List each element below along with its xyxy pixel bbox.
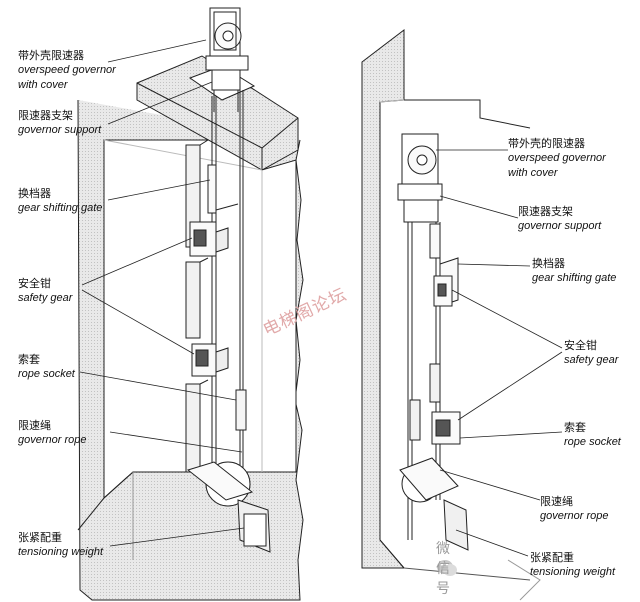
label-zh: 换档器 — [532, 257, 565, 270]
label-zh: 索套 — [564, 421, 586, 434]
label-en: safety gear — [18, 292, 73, 304]
label-zh: 索套 — [18, 353, 40, 366]
label-zh: 安全钳 — [564, 339, 597, 352]
label-en: governor support — [518, 220, 602, 232]
left-label-gear-shifting-gate: 换档器 gear shifting gate — [18, 186, 102, 216]
right-shaft — [361, 28, 541, 601]
right-label-safety-gear: 安全钳 safety gear — [564, 338, 618, 368]
right-label-governor-support: 限速器支架 governor support — [518, 204, 601, 234]
label-en-line2: with cover — [18, 79, 68, 91]
right-label-rope-socket: 索套 rope socket — [564, 420, 621, 450]
left-overspeed-governor — [205, 7, 249, 112]
left-label-governor-support: 限速器支架 governor support — [18, 108, 101, 138]
label-en: gear shifting gate — [532, 272, 617, 284]
right-label-governor-rope: 限速绳 governor rope — [540, 494, 609, 524]
label-en: safety gear — [564, 354, 619, 366]
label-en: governor rope — [18, 434, 87, 446]
left-label-tensioning-weight: 张紧配重 tensioning weight — [18, 530, 103, 560]
label-zh: 张紧配重 — [18, 531, 62, 544]
label-zh: 限速器支架 — [18, 109, 73, 122]
left-label-safety-gear: 安全钳 safety gear — [18, 276, 72, 306]
label-en: tensioning weight — [18, 546, 104, 558]
label-en: governor support — [18, 124, 102, 136]
label-en: rope socket — [18, 368, 75, 380]
right-label-tensioning-weight: 张紧配重 tensioning weight — [530, 550, 615, 580]
right-label-overspeed-governor: 带外壳的限速器 overspeed governor with cover — [508, 136, 606, 181]
label-zh: 限速绳 — [540, 495, 573, 508]
right-rails-and-ropes — [399, 222, 469, 551]
leader-lines — [79, 39, 563, 557]
label-en: rope socket — [564, 436, 621, 448]
label-en: overspeed governor — [18, 64, 116, 76]
label-zh: 安全钳 — [18, 277, 51, 290]
label-zh: 限速绳 — [18, 419, 51, 432]
label-zh: 换档器 — [18, 187, 51, 200]
label-zh: 限速器支架 — [518, 205, 573, 218]
left-shaft — [77, 55, 304, 601]
label-en: tensioning weight — [530, 566, 616, 578]
wechat-badge-text: 微信号 — [436, 541, 450, 597]
label-en: overspeed governor — [508, 152, 606, 164]
left-label-governor-rope: 限速绳 governor rope — [18, 418, 87, 448]
wechat-icon — [437, 560, 457, 576]
left-label-overspeed-governor: 带外壳限速器 overspeed governor with cover — [18, 48, 116, 93]
wechat-badge: 微信号 — [436, 541, 458, 597]
label-zh: 张紧配重 — [530, 551, 574, 564]
left-label-rope-socket: 索套 rope socket — [18, 352, 75, 382]
right-label-gear-shifting-gate: 换档器 gear shifting gate — [532, 256, 616, 286]
label-en-line2: with cover — [508, 167, 558, 179]
label-en: gear shifting gate — [18, 202, 103, 214]
label-zh: 带外壳限速器 — [18, 49, 84, 62]
left-rails-and-ropes — [185, 90, 271, 553]
label-zh: 带外壳的限速器 — [508, 137, 585, 150]
label-en: governor rope — [540, 510, 609, 522]
right-overspeed-governor — [397, 133, 443, 223]
